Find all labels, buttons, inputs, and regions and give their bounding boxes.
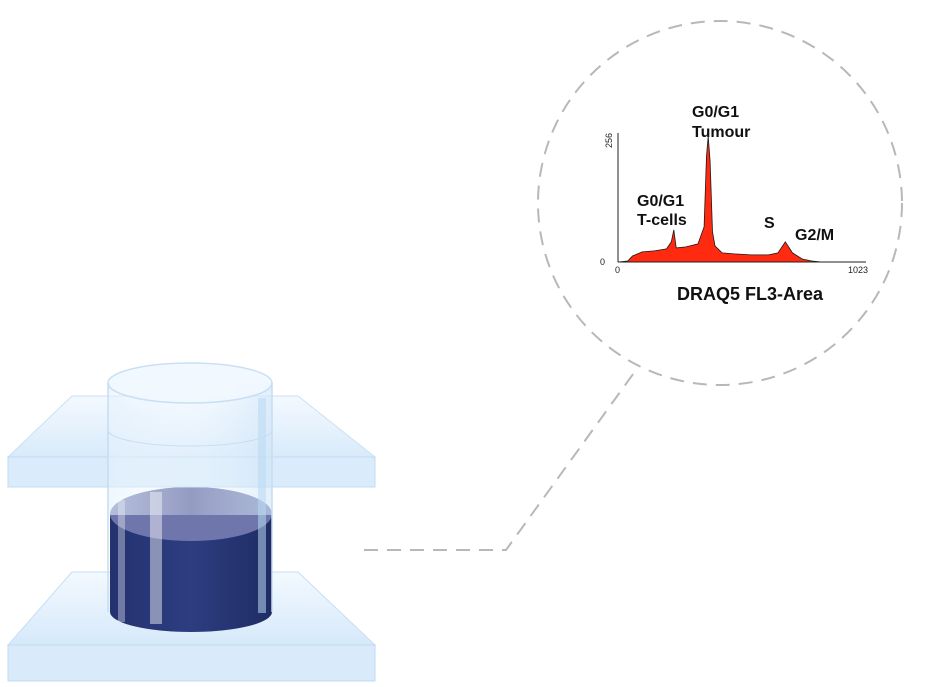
- y-tick-bottom: 0: [600, 257, 605, 267]
- g2m-peak-label: G2/M: [795, 227, 834, 244]
- tumour-peak-label-line1: G0/G1: [692, 104, 739, 121]
- dna-histogram: 256 0 0 1023 G0/G1 Tumour G0/G1 T-cells …: [600, 104, 868, 304]
- x-tick-left: 0: [615, 265, 620, 275]
- tcell-peak-label-line2: T-cells: [637, 212, 687, 229]
- tube-glass: [107, 362, 273, 613]
- tumour-peak-label-line2: Tumour: [692, 124, 750, 141]
- y-tick-top: 256: [604, 133, 614, 148]
- x-tick-right: 1023: [848, 265, 868, 275]
- callout-connector: [364, 369, 637, 551]
- x-axis-label: DRAQ5 FL3-Area: [677, 284, 824, 304]
- callout-circle: [537, 20, 903, 386]
- s-phase-label: S: [764, 215, 775, 232]
- histogram-area: [617, 135, 866, 263]
- tcell-peak-label-line1: G0/G1: [637, 193, 684, 210]
